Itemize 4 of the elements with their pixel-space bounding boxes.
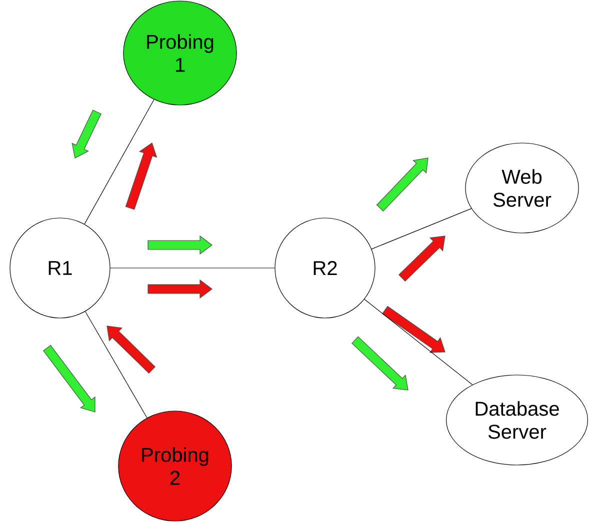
link-line [371, 208, 472, 250]
link-line [364, 298, 473, 386]
link-line [84, 311, 148, 418]
link-line [84, 99, 154, 224]
